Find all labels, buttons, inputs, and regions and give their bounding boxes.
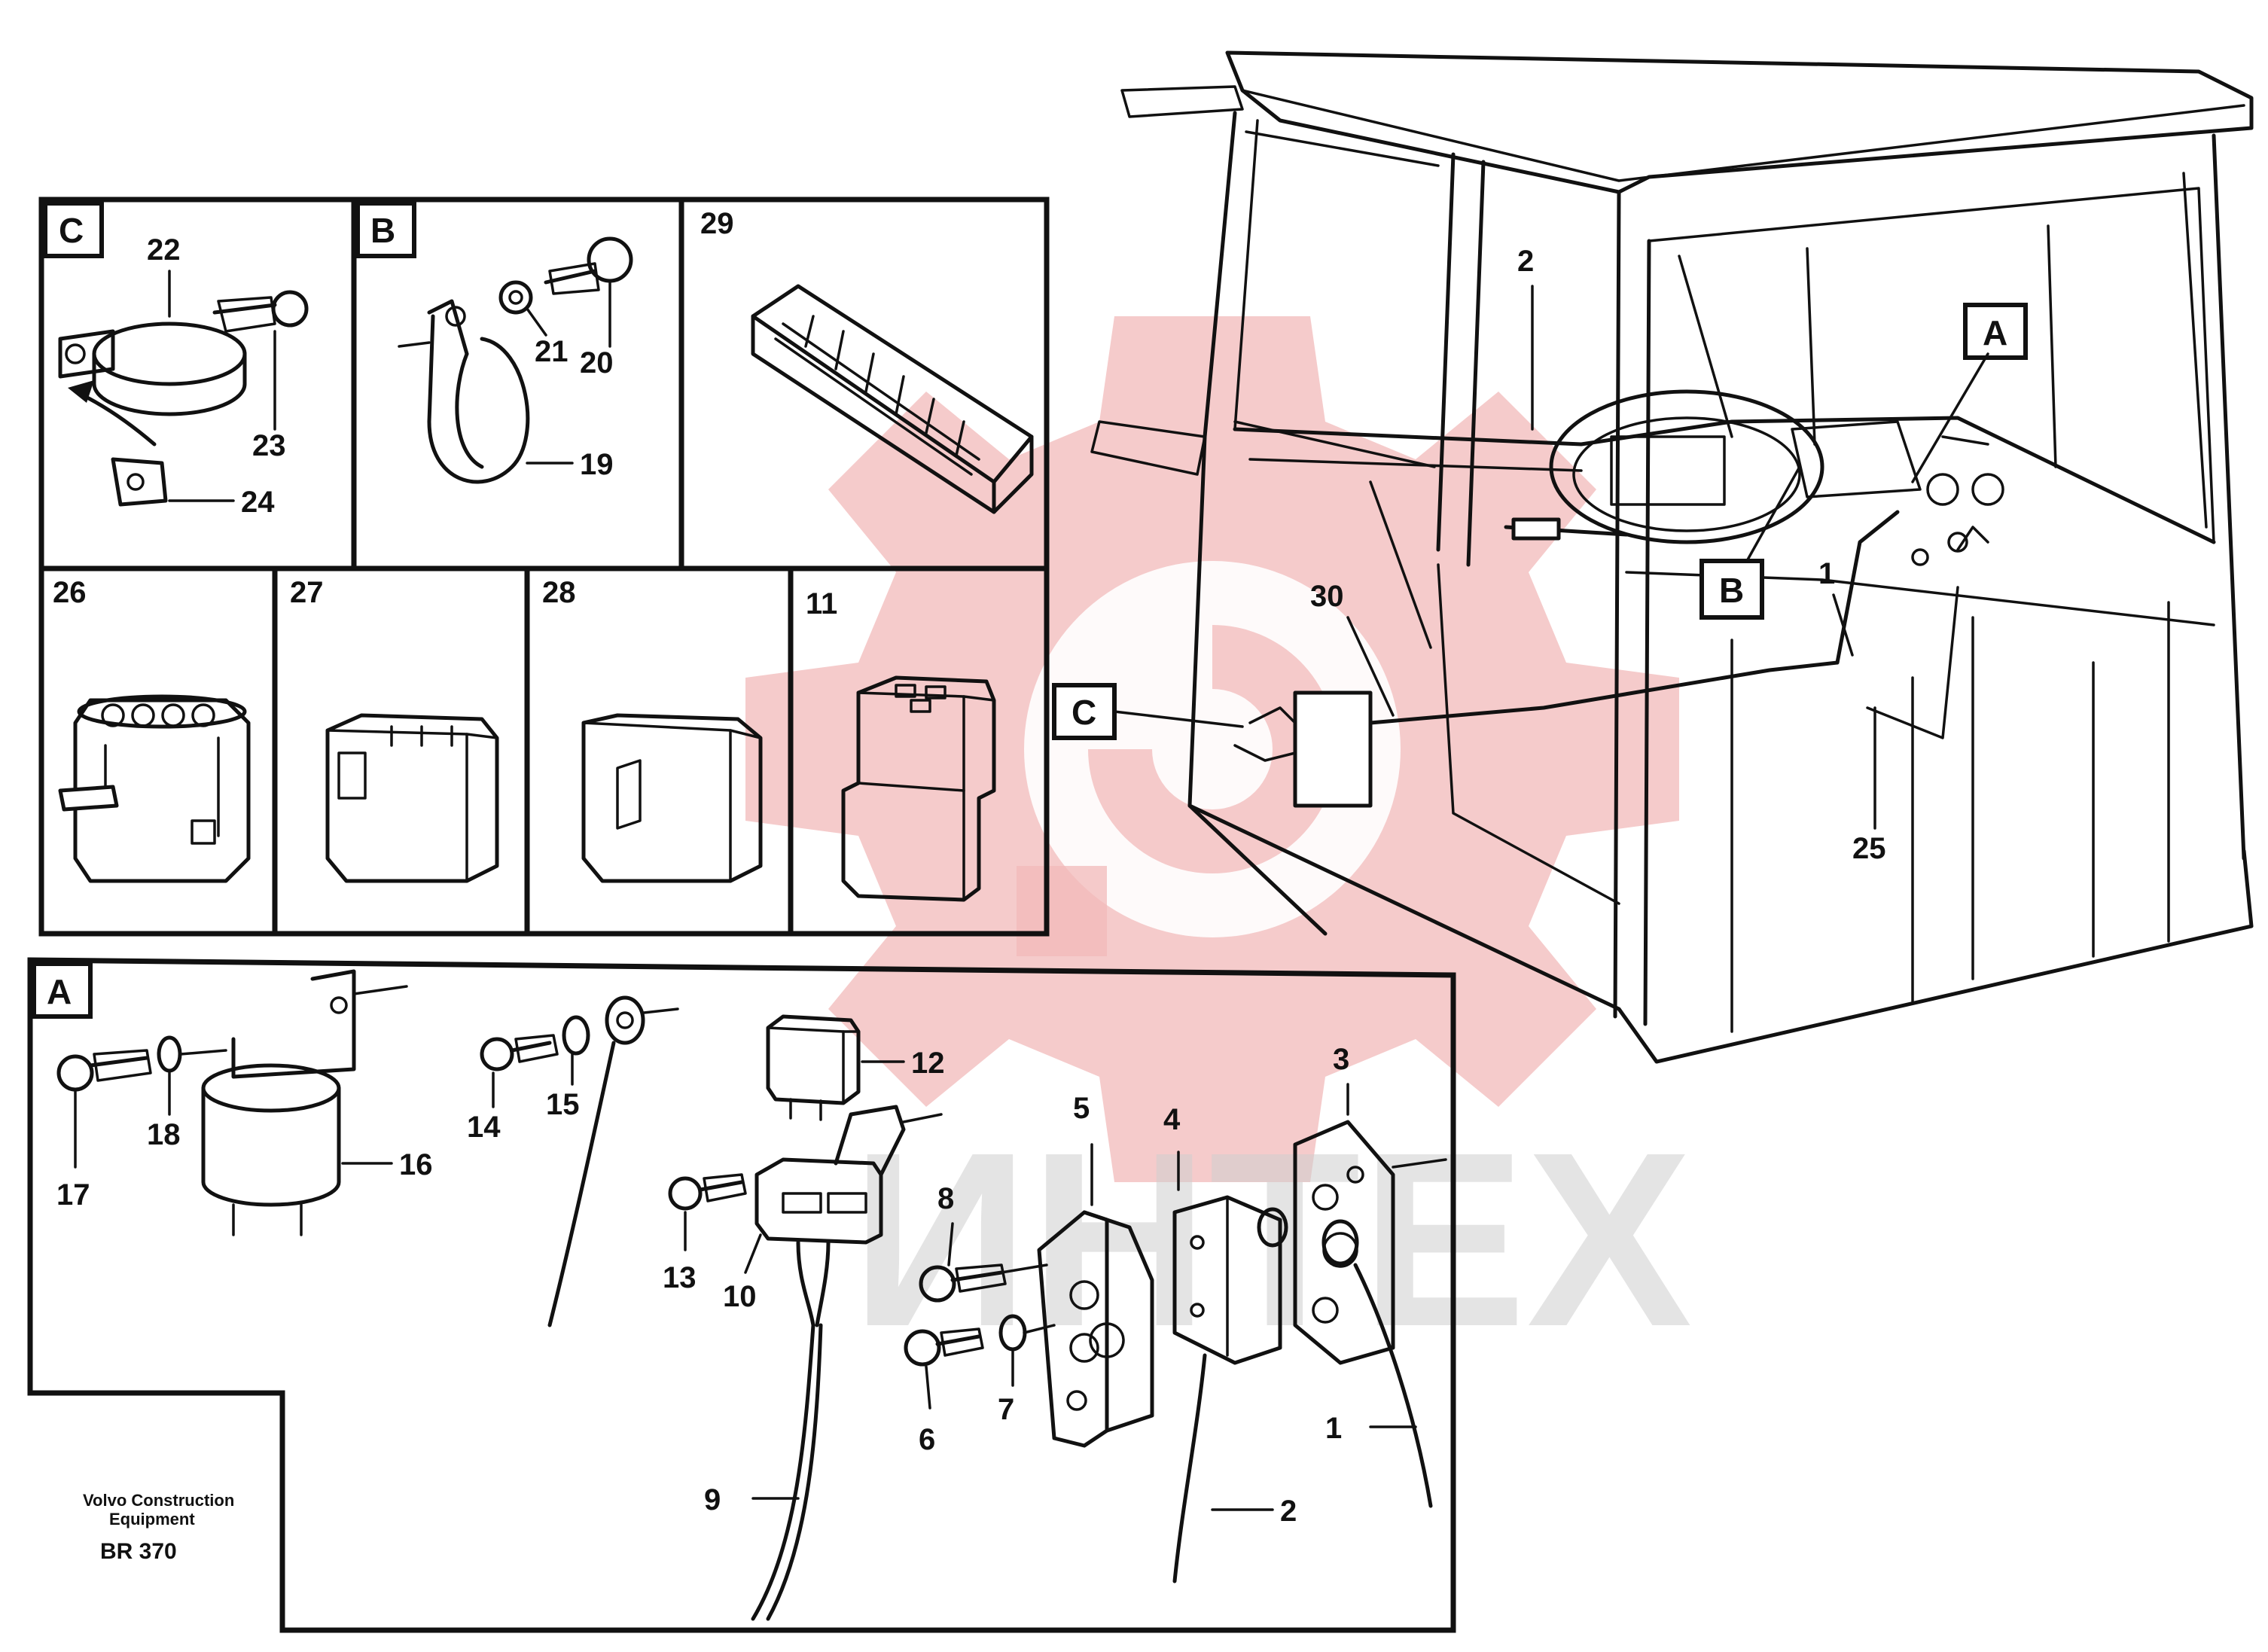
cell-c-clamp: C 22 23 24 [43, 201, 309, 519]
cell-11-relay: 11 [806, 587, 996, 902]
callout-10: 10 [723, 1280, 757, 1313]
cell-29-fuse-box: 29 [700, 207, 1034, 514]
watermark-text: ИНТЕХ [851, 1100, 1693, 1378]
callout-24: 24 [241, 486, 275, 519]
callout-7: 7 [998, 1393, 1014, 1426]
callout-15: 15 [546, 1088, 580, 1121]
callout-2: 2 [1517, 245, 1534, 278]
callout-29: 29 [700, 207, 734, 240]
cell-c-letter: C [59, 211, 84, 250]
part-16-flasher: 16 [201, 969, 433, 1236]
box-label-a: A [1983, 313, 2007, 352]
callout-12: 12 [911, 1047, 945, 1080]
callout-23: 23 [252, 429, 286, 462]
callout-8: 8 [937, 1182, 954, 1215]
callout-20: 20 [580, 346, 614, 379]
callout-26: 26 [53, 576, 87, 609]
callout-13: 13 [663, 1261, 697, 1294]
part-4-plate: 4 2 [1163, 1103, 1297, 1583]
cell-b-letter: B [370, 211, 395, 250]
callout-27: 27 [290, 576, 324, 609]
callout-2-panel-a: 2 [1280, 1495, 1297, 1528]
drawing-code: BR 370 [100, 1539, 177, 1564]
callout-18: 18 [147, 1118, 181, 1151]
callout-9: 9 [704, 1483, 721, 1516]
callout-11: 11 [806, 587, 837, 620]
parts-14-15-ground: 14 15 [467, 995, 679, 1327]
cab-drawing [1090, 50, 2254, 1064]
callout-16: 16 [399, 1148, 433, 1181]
callout-22: 22 [147, 233, 181, 267]
callout-1: 1 [1818, 557, 1835, 590]
fuse-grid [774, 315, 980, 476]
cell-28-connector: 28 [542, 576, 763, 883]
panel-a-letter: A [47, 972, 72, 1011]
cell-27-connector: 27 [290, 576, 499, 883]
cell-b-clip: B 21 20 19 [355, 201, 633, 484]
parts-17-18-fasteners: 17 18 [56, 1035, 227, 1212]
callout-19: 19 [580, 448, 614, 481]
callout-14: 14 [467, 1111, 501, 1144]
detail-panel-upper [38, 197, 1050, 937]
detail-panel-a: A [27, 957, 1456, 1633]
watermark-gear-logo [745, 316, 1679, 1182]
part-5-mount-plate: 5 [1037, 1092, 1154, 1448]
cab-callouts: 2 A B 1 30 C 25 [1052, 245, 2028, 865]
part-10-relay-holder: 13 10 [663, 1105, 943, 1327]
callout-1-panel-a: 1 [1325, 1412, 1342, 1445]
credit-line-2: Equipment [109, 1510, 195, 1529]
callout-3: 3 [1333, 1043, 1349, 1076]
part-9-cable: 9 [704, 1323, 823, 1621]
publisher-credit: Volvo Construction Equipment BR 370 [83, 1491, 234, 1564]
callout-30: 30 [1310, 580, 1344, 613]
cell-26-connector: 26 [53, 576, 251, 883]
callout-6: 6 [919, 1423, 935, 1456]
callout-5: 5 [1073, 1092, 1090, 1125]
part-3-bracket: 3 1 [1257, 1043, 1447, 1508]
parts-6-7-8-fasteners: 8 6 7 [904, 1182, 1056, 1456]
callout-25: 25 [1852, 832, 1886, 865]
callout-21: 21 [535, 335, 569, 368]
box-label-b: B [1719, 571, 1744, 610]
box-label-c: C [1072, 693, 1096, 732]
callout-28: 28 [542, 576, 576, 609]
part-12-relay: 12 [766, 1014, 945, 1121]
callout-17: 17 [56, 1178, 90, 1212]
callout-4: 4 [1163, 1103, 1181, 1136]
credit-line-1: Volvo Construction [83, 1491, 234, 1510]
